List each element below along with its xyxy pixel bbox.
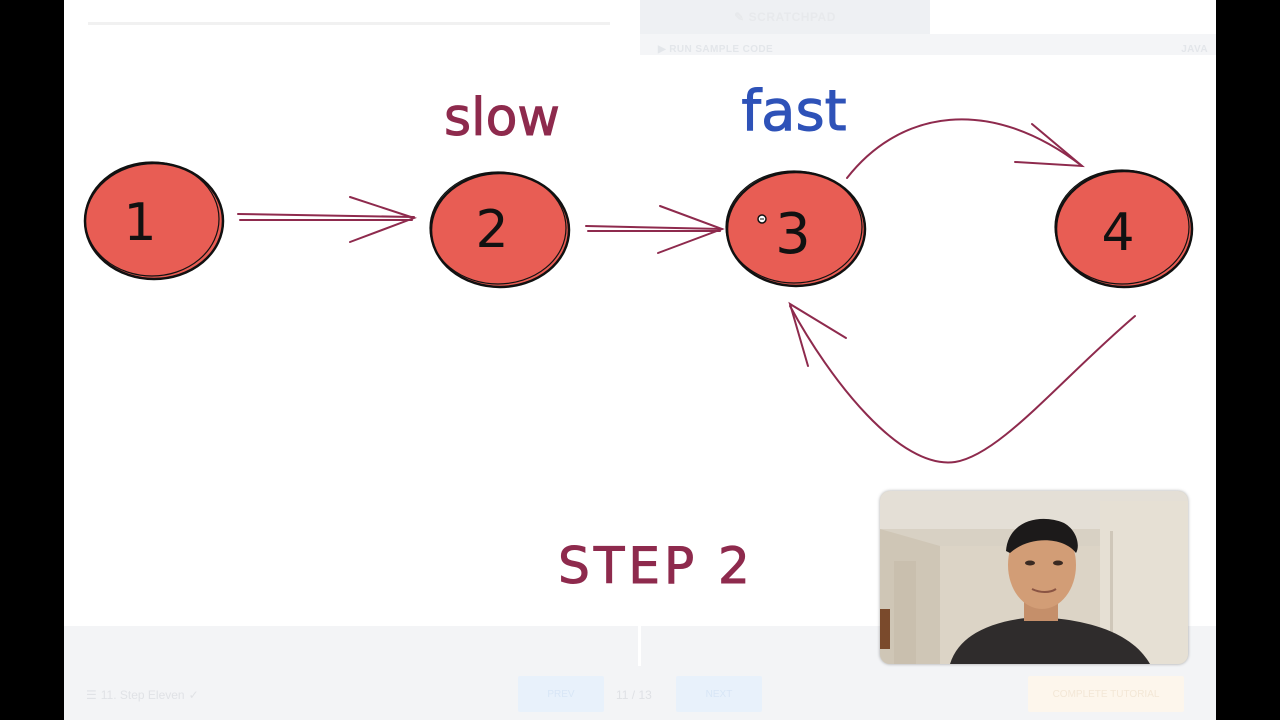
node-2-label: 2: [475, 200, 508, 260]
edge-3-4: [846, 118, 1085, 179]
scratchpad-panel: ✎ SCRATCHPAD ▶ RUN SAMPLE CODE JAVA: [640, 0, 1216, 55]
app-topbar-line: [88, 22, 610, 25]
scratchpad-tab-label: SCRATCHPAD: [748, 10, 836, 24]
node-1: 1: [83, 161, 225, 281]
scratchpad-editor-area[interactable]: [930, 0, 1216, 34]
node-4-label: 4: [1101, 203, 1134, 263]
presenter-video-frame: [880, 491, 1188, 664]
node-3: 3: [725, 170, 867, 288]
cursor-icon: [757, 214, 767, 224]
step-caption: STEP 2: [558, 537, 754, 595]
footer-divider: [638, 626, 641, 666]
run-sample-code-button[interactable]: ▶ RUN SAMPLE CODE: [658, 44, 773, 55]
presenter-webcam: [880, 491, 1188, 664]
edge-1-2: [237, 196, 418, 243]
prev-button[interactable]: PREV: [518, 676, 604, 712]
scratchpad-tab[interactable]: ✎ SCRATCHPAD: [640, 0, 930, 34]
edge-4-3: [788, 301, 1136, 464]
check-icon: ✓: [188, 688, 199, 702]
language-select[interactable]: JAVA: [1181, 44, 1208, 55]
complete-tutorial-button[interactable]: COMPLETE TUTORIAL: [1028, 676, 1184, 712]
step-selector[interactable]: ☰ 11. Step Eleven ✓: [86, 688, 199, 702]
node-3-label: 3: [775, 202, 811, 267]
run-sample-code-label: RUN SAMPLE CODE: [669, 44, 774, 55]
edge-2-3: [585, 205, 725, 254]
next-button[interactable]: NEXT: [676, 676, 762, 712]
node-1-label: 1: [123, 193, 156, 253]
play-icon: ▶: [658, 44, 667, 55]
run-row: ▶ RUN SAMPLE CODE JAVA: [658, 44, 1208, 55]
fast-pointer-label: fast: [741, 79, 846, 144]
node-4: 4: [1054, 169, 1194, 289]
pencil-icon: ✎: [734, 10, 745, 24]
page-counter: 11 / 13: [616, 688, 652, 702]
step-title: 11. Step Eleven: [100, 688, 185, 702]
slow-pointer-label: slow: [444, 88, 560, 148]
node-2: 2: [429, 171, 571, 289]
menu-icon: ☰: [86, 688, 97, 702]
